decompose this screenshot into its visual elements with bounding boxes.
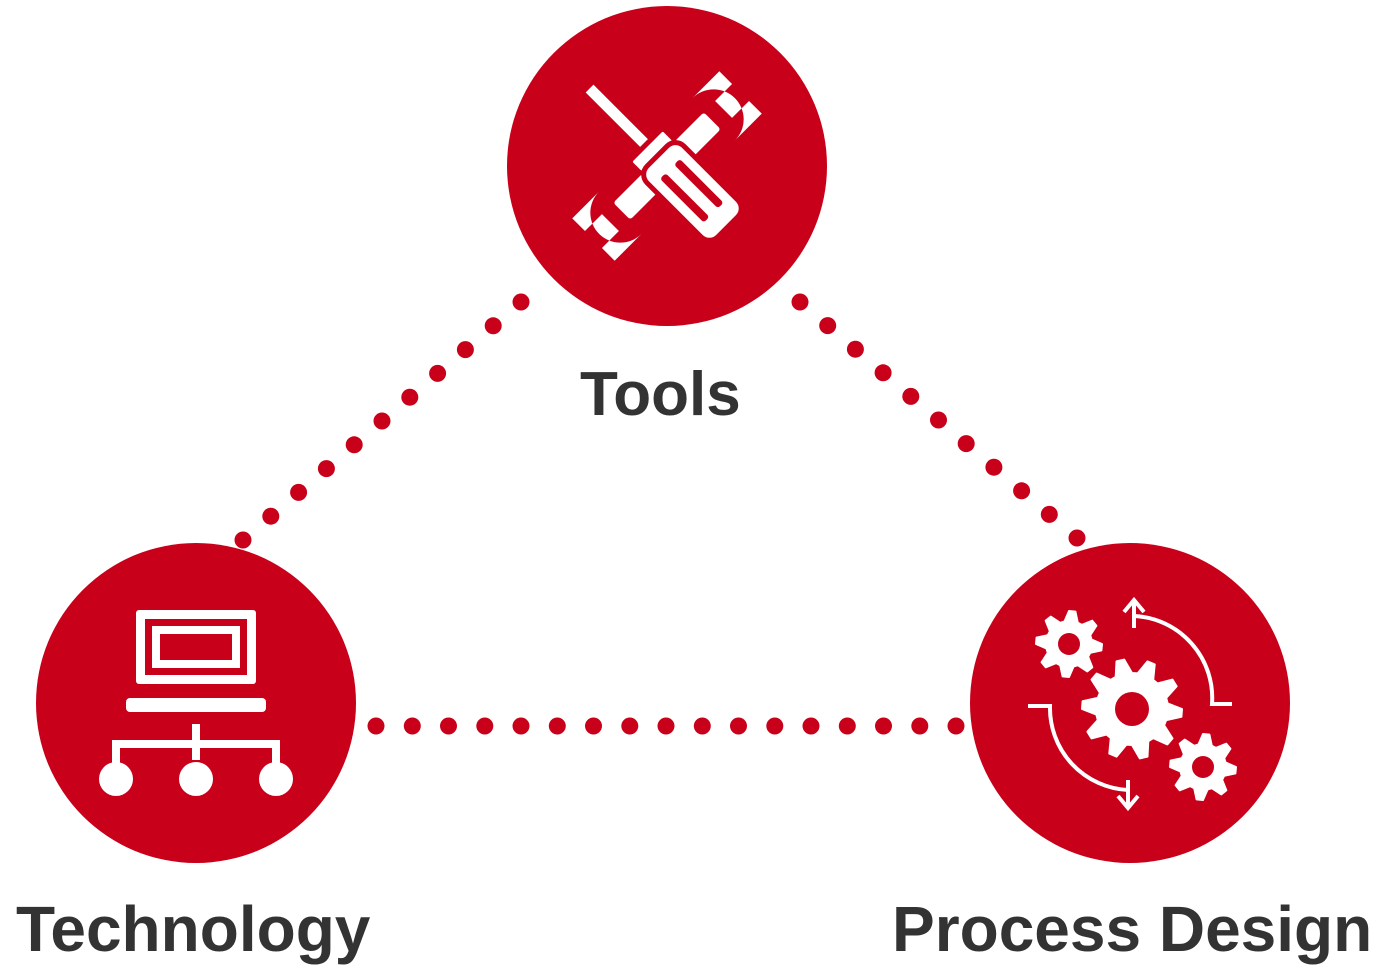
connector-dot: [838, 717, 856, 735]
connector-dot: [345, 436, 363, 454]
connector-dot: [429, 364, 447, 382]
connector-dot: [548, 717, 566, 735]
connector-dot: [401, 388, 419, 406]
connector-dot: [1040, 505, 1058, 523]
connector-dot: [902, 387, 920, 405]
laptop-network-icon: [99, 610, 293, 796]
connectors: [234, 293, 1086, 735]
process-design-label: Process Design: [892, 893, 1373, 965]
connector-dot: [621, 717, 639, 735]
connector-dot: [1068, 529, 1086, 547]
tools-label: Tools: [580, 360, 741, 429]
small-gear-icon: [1169, 733, 1237, 801]
connector-dot: [985, 458, 1003, 476]
connector-tools-process-design: [791, 293, 1086, 547]
connector-dot: [911, 717, 929, 735]
connector-technology-process-design: [367, 717, 965, 735]
large-gear-icon: [1081, 658, 1183, 760]
connector-dot: [930, 411, 947, 429]
connector-dot: [819, 317, 837, 335]
connector-tools-technology: [234, 293, 530, 549]
small-gear-icon: [1035, 610, 1103, 678]
gears-cycle-icon: [1028, 596, 1232, 812]
node-technology: [36, 543, 356, 863]
node-process-design: [970, 543, 1290, 863]
wrench-screwdriver-icon: [572, 71, 762, 261]
connector-dot: [367, 717, 385, 735]
connector-dot: [846, 340, 864, 358]
connector-dot: [484, 317, 502, 335]
gear-icons: [1035, 610, 1237, 801]
connector-dot: [802, 717, 820, 735]
connector-dot: [791, 293, 809, 311]
connector-dot: [440, 717, 457, 735]
technology-label: Technology: [16, 893, 371, 965]
connector-dot: [957, 435, 975, 453]
connector-dot: [290, 483, 308, 501]
connector-dot: [766, 717, 784, 735]
connector-dot: [730, 717, 747, 735]
connector-dot: [403, 717, 421, 735]
connector-dot: [657, 717, 675, 735]
connector-dot: [875, 717, 892, 735]
connector-dot: [1013, 482, 1031, 500]
connector-dot: [234, 531, 252, 549]
connector-dot: [373, 412, 391, 430]
connector-dot: [585, 717, 602, 735]
connector-dot: [947, 717, 965, 735]
connector-dot: [317, 460, 335, 478]
connector-dot: [512, 717, 530, 735]
connector-dot: [476, 717, 494, 735]
connector-dot: [693, 717, 711, 735]
connector-dot: [874, 364, 892, 382]
connector-dot: [262, 507, 280, 525]
connector-dot: [512, 293, 530, 311]
node-tools: [507, 6, 827, 326]
connector-dot: [456, 341, 474, 359]
